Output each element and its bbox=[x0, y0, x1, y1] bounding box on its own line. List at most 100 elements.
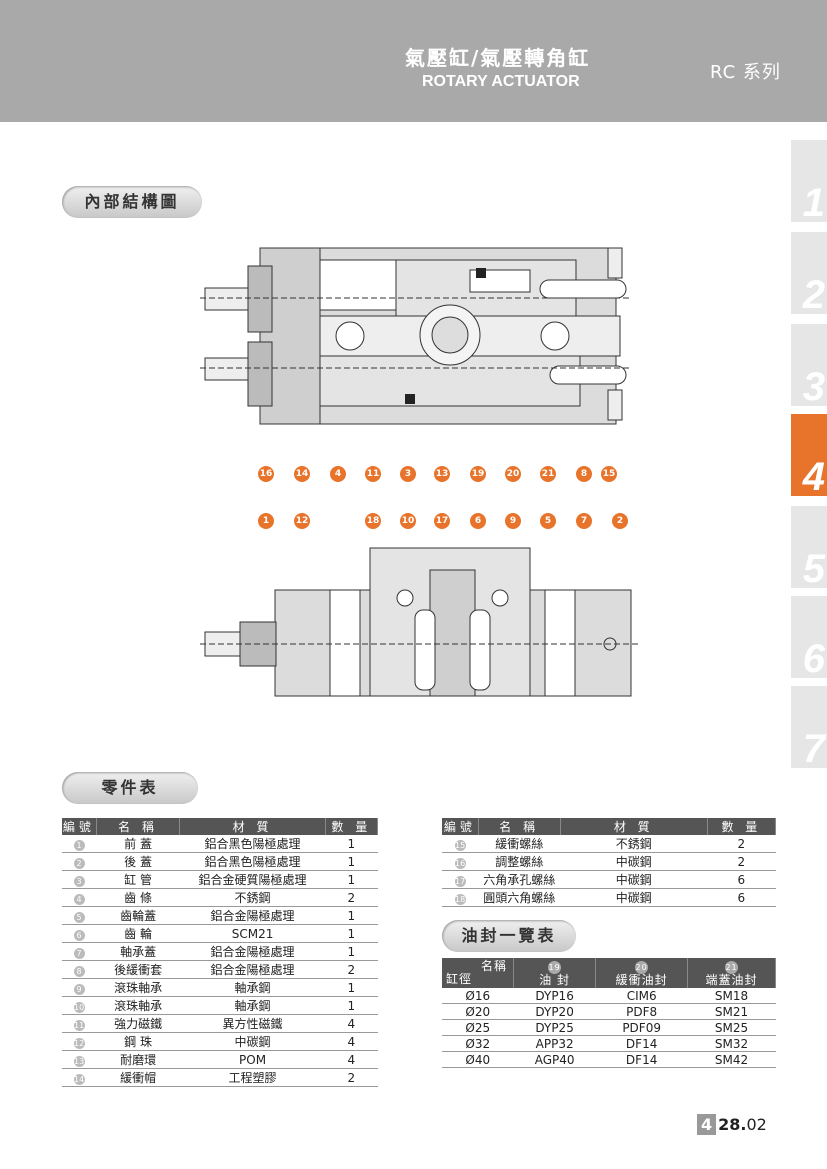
tab-5[interactable]: 5 bbox=[791, 506, 827, 591]
tab-7[interactable]: 7 bbox=[791, 686, 827, 771]
part-qty: 1 bbox=[325, 870, 378, 889]
part-qty: 2 bbox=[325, 1068, 378, 1087]
part-number: 8 bbox=[62, 960, 97, 979]
seal-cell-b: DF14 bbox=[595, 1051, 688, 1068]
part-name: 調整螺絲 bbox=[478, 852, 561, 871]
seal-cell-b: CIM6 bbox=[595, 988, 688, 1004]
part-name: 強力磁鐵 bbox=[96, 1014, 180, 1033]
callout-17: 17 bbox=[434, 513, 450, 529]
cutaway-drawing-bottom bbox=[200, 547, 640, 697]
callout-10: 10 bbox=[400, 513, 416, 529]
tab-6[interactable]: 6 bbox=[791, 596, 827, 681]
part-number: 11 bbox=[62, 1014, 97, 1033]
title-english: ROTARY ACTUATOR bbox=[422, 73, 580, 90]
part-number: 14 bbox=[62, 1068, 97, 1087]
callout-15: 15 bbox=[601, 466, 617, 482]
seal-cell-a: AGP40 bbox=[513, 1051, 596, 1068]
callout-20: 20 bbox=[505, 466, 521, 482]
tab-4-active[interactable]: 4 bbox=[791, 414, 827, 499]
part-number: 17 bbox=[442, 870, 479, 889]
seal-cell-b: DF14 bbox=[595, 1035, 688, 1052]
part-material: 鋁合金陽極處理 bbox=[179, 942, 326, 961]
seal-cell-bore: Ø40 bbox=[442, 1051, 514, 1068]
part-number: 3 bbox=[62, 870, 97, 889]
col-header-name: 名 稱 bbox=[478, 818, 561, 835]
callout-18: 18 bbox=[365, 513, 381, 529]
part-qty: 2 bbox=[325, 960, 378, 979]
seal-cell-bore: Ø25 bbox=[442, 1019, 514, 1036]
seal-cell-bore: Ø16 bbox=[442, 988, 514, 1004]
callout-11: 11 bbox=[365, 466, 381, 482]
col-header-qty: 數 量 bbox=[707, 818, 777, 835]
callout-7: 7 bbox=[576, 513, 592, 529]
part-qty: 1 bbox=[325, 835, 378, 853]
tab-1[interactable]: 1 bbox=[791, 140, 827, 225]
part-number: 6 bbox=[62, 924, 97, 943]
tab-2[interactable]: 2 bbox=[791, 232, 827, 317]
part-number: 7 bbox=[62, 942, 97, 961]
callout-21: 21 bbox=[540, 466, 556, 482]
part-material: 軸承鋼 bbox=[179, 996, 326, 1015]
callout-2: 2 bbox=[612, 513, 628, 529]
part-material: 鋁合金硬質陽極處理 bbox=[179, 870, 326, 889]
part-material: 中碳鋼 bbox=[179, 1032, 326, 1051]
seal-cell-c: SM18 bbox=[687, 988, 776, 1004]
section-title-internal: 內部結構圖 bbox=[62, 186, 202, 218]
part-material: 鋁合黑色陽極處理 bbox=[179, 835, 326, 853]
page-header: 氣壓缸/氣壓轉角缸 ROTARY ACTUATOR RC 系列 bbox=[0, 0, 827, 122]
seal-cell-b: PDF09 bbox=[595, 1019, 688, 1036]
seal-cell-bore: Ø32 bbox=[442, 1035, 514, 1052]
col-header-no: 編號 bbox=[62, 818, 97, 835]
seal-cell-c: SM25 bbox=[687, 1019, 776, 1036]
part-material: 鋁合金陽極處理 bbox=[179, 906, 326, 925]
part-number: 18 bbox=[442, 888, 479, 907]
part-qty: 2 bbox=[707, 835, 776, 853]
part-qty: 1 bbox=[325, 924, 378, 943]
part-number: 1 bbox=[62, 835, 97, 853]
callout-12: 12 bbox=[294, 513, 310, 529]
callout-9: 9 bbox=[505, 513, 521, 529]
section-title-seals: 油封一覽表 bbox=[442, 920, 576, 952]
part-qty: 6 bbox=[707, 888, 776, 907]
part-qty: 2 bbox=[325, 888, 378, 907]
seal-corner-header: 名稱 缸徑 bbox=[442, 958, 515, 988]
part-name: 後緩衝套 bbox=[96, 960, 180, 979]
part-material: 中碳鋼 bbox=[560, 870, 708, 889]
part-qty: 1 bbox=[325, 852, 378, 871]
part-name: 耐磨環 bbox=[96, 1050, 180, 1069]
section-title-parts: 零件表 bbox=[62, 772, 198, 804]
part-number: 15 bbox=[442, 835, 479, 853]
seal-cell-a: DYP20 bbox=[513, 1003, 596, 1020]
seal-cell-bore: Ø20 bbox=[442, 1003, 514, 1020]
col-header-no: 編號 bbox=[442, 818, 479, 835]
seal-cell-a: APP32 bbox=[513, 1035, 596, 1052]
seal-cell-c: SM21 bbox=[687, 1003, 776, 1020]
callout-5: 5 bbox=[540, 513, 556, 529]
callout-19: 19 bbox=[470, 466, 486, 482]
part-qty: 1 bbox=[325, 906, 378, 925]
part-material: 鋁合金陽極處理 bbox=[179, 960, 326, 979]
tab-3[interactable]: 3 bbox=[791, 324, 827, 409]
part-name: 緩衝螺絲 bbox=[478, 835, 561, 853]
part-name: 齒 輪 bbox=[96, 924, 180, 943]
seal-cell-b: PDF8 bbox=[595, 1003, 688, 1020]
part-number: 10 bbox=[62, 996, 97, 1015]
callout-14: 14 bbox=[294, 466, 310, 482]
part-material: 異方性磁鐵 bbox=[179, 1014, 326, 1033]
